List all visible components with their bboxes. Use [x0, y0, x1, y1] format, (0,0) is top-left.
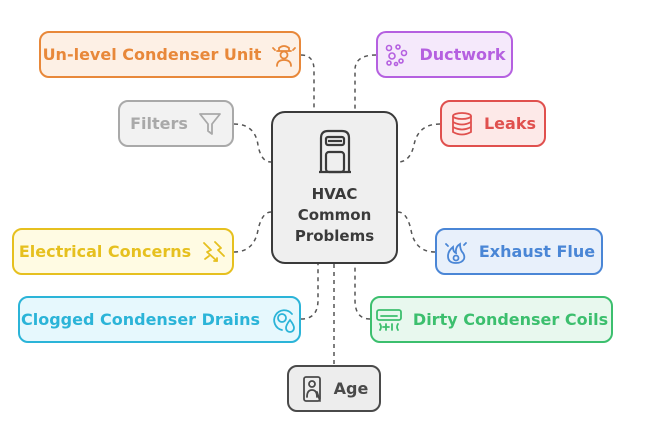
- connector-filters: [233, 123, 272, 163]
- node-filters: Filters: [118, 100, 234, 147]
- elderly-person-icon: [300, 375, 324, 403]
- database-icon: [450, 111, 474, 137]
- node-label: Exhaust Flue: [478, 242, 596, 261]
- node-dirty-condenser-coils: Dirty Condenser Coils: [370, 296, 613, 343]
- node-electrical-concerns: Electrical Concerns: [12, 228, 234, 275]
- node-label: Dirty Condenser Coils: [412, 310, 609, 329]
- connector-ductwork: [354, 54, 377, 111]
- node-label: Clogged Condenser Drains: [20, 310, 261, 329]
- node-exhaust-flue: Exhaust Flue: [435, 228, 603, 275]
- ac-unit-icon: [375, 307, 403, 333]
- drain-droplet-icon: [270, 306, 298, 334]
- connector-coils: [354, 264, 371, 320]
- funnel-icon: [198, 111, 222, 137]
- node-ductwork: Ductwork: [376, 31, 513, 78]
- air-conditioner-icon: [317, 128, 353, 178]
- node-leaks: Leaks: [440, 100, 546, 147]
- node-label: Ductwork: [419, 45, 506, 64]
- node-age: Age: [287, 365, 381, 412]
- node-unlevel-condenser-unit: Un-level Condenser Unit: [39, 31, 301, 78]
- node-label: Age: [333, 379, 369, 398]
- connector-electrical: [233, 211, 272, 253]
- flame-icon: [443, 239, 469, 265]
- center-title: HVAC Common Problems: [294, 185, 375, 245]
- worker-icon: [271, 42, 297, 68]
- node-label: Electrical Concerns: [18, 242, 192, 261]
- connector-leaks: [397, 123, 441, 163]
- connector-unlevel: [300, 54, 315, 111]
- lightning-bolt-icon: [201, 239, 227, 265]
- connector-exhaust: [397, 211, 436, 253]
- node-clogged-condenser-drains: Clogged Condenser Drains: [18, 296, 301, 343]
- center-node: HVAC Common Problems: [271, 111, 398, 264]
- node-label: Leaks: [483, 114, 536, 133]
- node-label: Un-level Condenser Unit: [42, 45, 262, 64]
- connector-drains: [300, 264, 319, 320]
- node-label: Filters: [130, 114, 188, 133]
- dots-cluster-icon: [383, 42, 409, 68]
